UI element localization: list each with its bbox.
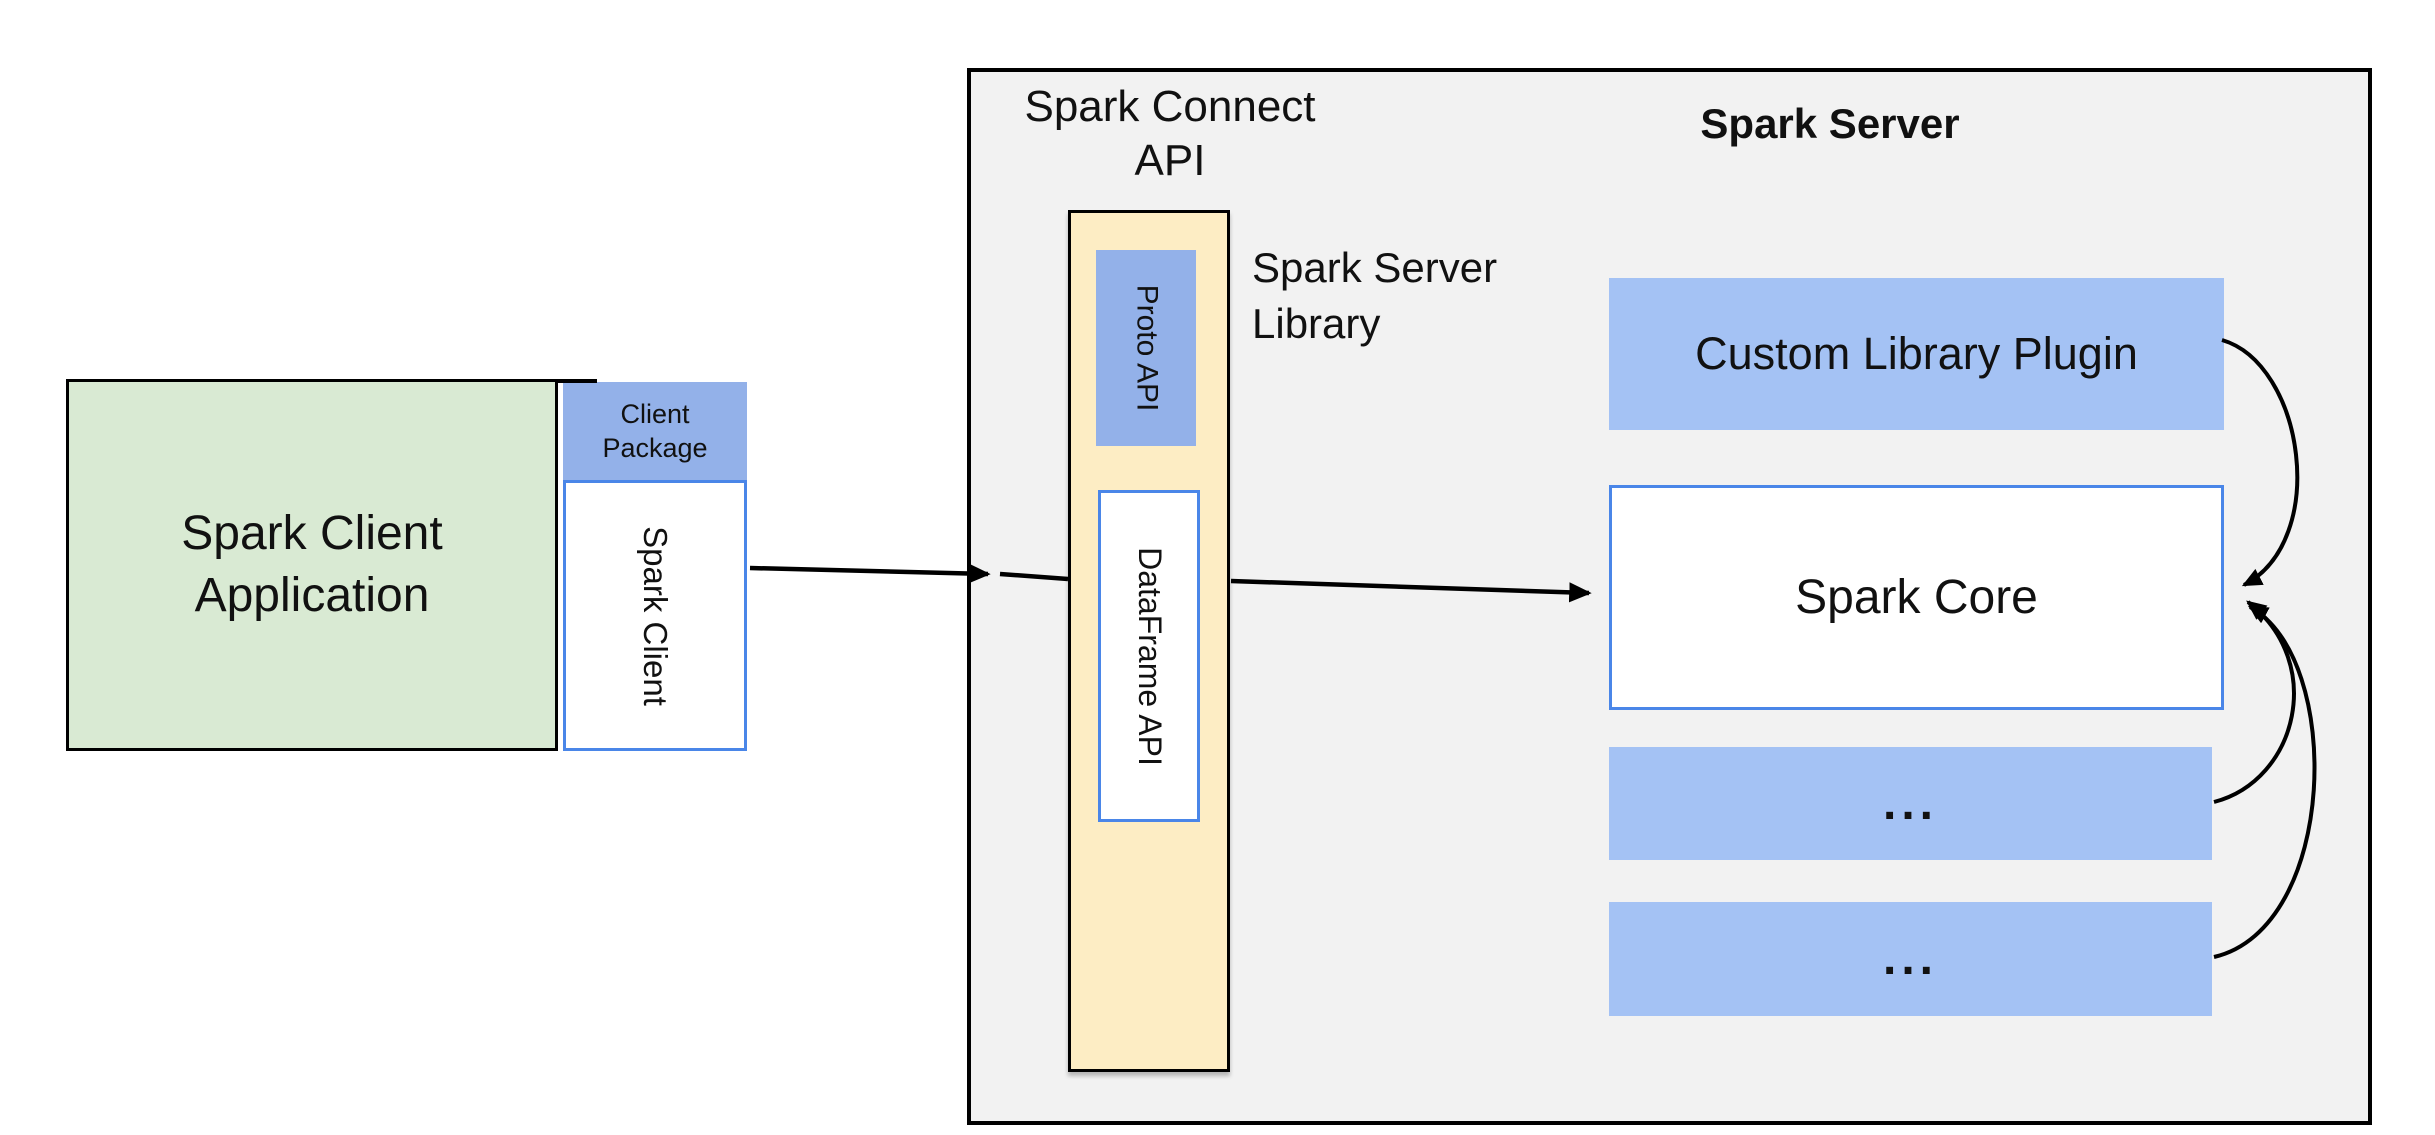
placeholder-library-box-2: ... bbox=[1609, 902, 2212, 1016]
spark-connect-api-heading: Spark Connect API bbox=[1024, 82, 1316, 185]
placeholder-library-label-1: ... bbox=[1882, 776, 1938, 830]
green-box-border-overshoot bbox=[556, 379, 597, 383]
proto-api-box: Proto API bbox=[1096, 250, 1196, 446]
spark-core-label: Spark Core bbox=[1795, 571, 2038, 624]
spark-client-label: Spark Client bbox=[637, 525, 674, 706]
dataframe-api-label: DataFrame API bbox=[1131, 546, 1168, 766]
placeholder-library-label-2: ... bbox=[1882, 932, 1938, 985]
spark-core-box: Spark Core bbox=[1609, 485, 2224, 710]
spark-client-box: Spark Client bbox=[563, 480, 747, 751]
spark-server-library-label: Spark Server Library bbox=[1252, 244, 1498, 347]
arrow-client-to-connect-api bbox=[749, 563, 991, 584]
placeholder-library-box-1: ... bbox=[1609, 747, 2212, 860]
client-package-box: Client Package bbox=[563, 382, 747, 480]
client-package-label: Client Package bbox=[602, 399, 708, 463]
spark-client-application-label: Spark Client Application bbox=[181, 507, 443, 622]
spark-server-title: Spark Server bbox=[1700, 100, 1960, 147]
custom-library-plugin-label: Custom Library Plugin bbox=[1695, 328, 2138, 379]
spark-client-application-box: Spark Client Application bbox=[66, 379, 558, 751]
dataframe-api-box: DataFrame API bbox=[1098, 490, 1200, 822]
proto-api-label: Proto API bbox=[1130, 284, 1163, 412]
custom-library-plugin-box: Custom Library Plugin bbox=[1609, 278, 2224, 430]
